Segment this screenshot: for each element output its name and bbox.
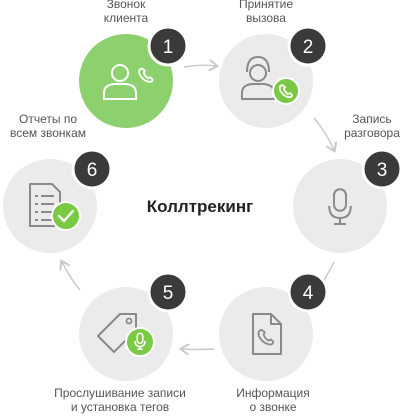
arrow-1-to-2 [183,65,216,67]
call-document-icon [252,313,282,355]
arrow-4-to-5 [182,349,215,350]
step-label-line: и установка тегов [70,400,170,414]
step-badge-5 [147,271,189,313]
arrow-5-to-6 [62,262,81,291]
diagram-title: Коллтрекинг [146,197,254,216]
step-label-line: Информация [236,386,310,400]
tag-microphone-icon [97,313,155,357]
step-badge-4 [287,271,329,313]
step-badge-2 [287,25,329,67]
step-circle-3 [293,159,387,253]
step-label-line: о звонке [249,400,297,414]
step-label-line: Звонок [106,0,146,11]
step-label-line: разговора [344,126,400,140]
step-badge-1 [147,25,189,67]
step-label-line: Запись [352,112,392,126]
microphone-icon [328,188,352,225]
arrow-2-to-3 [313,117,334,150]
step-label-line: всем звонкам [10,126,86,140]
step-node-4: 4 [219,271,329,381]
step-node-5: 5 [79,271,189,381]
step-badge-6 [71,148,113,190]
step-label-line: Отчеты по [19,112,77,126]
step-circle-4 [219,287,313,381]
step-number-5: 5 [163,283,174,304]
step-label-line: клиента [103,11,149,25]
step-node-1: 1 [79,25,189,128]
step-badge-3 [361,148,403,190]
step-label-line: Прослушивание записи [54,386,186,400]
report-check-icon [29,183,81,231]
caller-phone-icon [103,64,154,100]
step-number-3: 3 [377,160,388,181]
step-label-line: Принятие [239,0,293,11]
step-number-4: 4 [303,283,314,304]
step-nodes: 1 2 3 4 5 6 [3,25,403,381]
step-number-2: 2 [303,37,314,58]
step-number-6: 6 [87,160,98,181]
step-number-1: 1 [163,37,174,58]
step-node-2: 2 [219,25,329,128]
flow-arrows [62,65,334,349]
step-label-line: вызова [246,11,286,25]
step-node-6: 6 [3,148,113,253]
step-node-3: 3 [293,148,403,253]
step-circle-5 [79,287,173,381]
step-circle-6 [3,159,97,253]
operator-headset-icon [241,55,300,105]
step-circle-1 [79,34,173,128]
